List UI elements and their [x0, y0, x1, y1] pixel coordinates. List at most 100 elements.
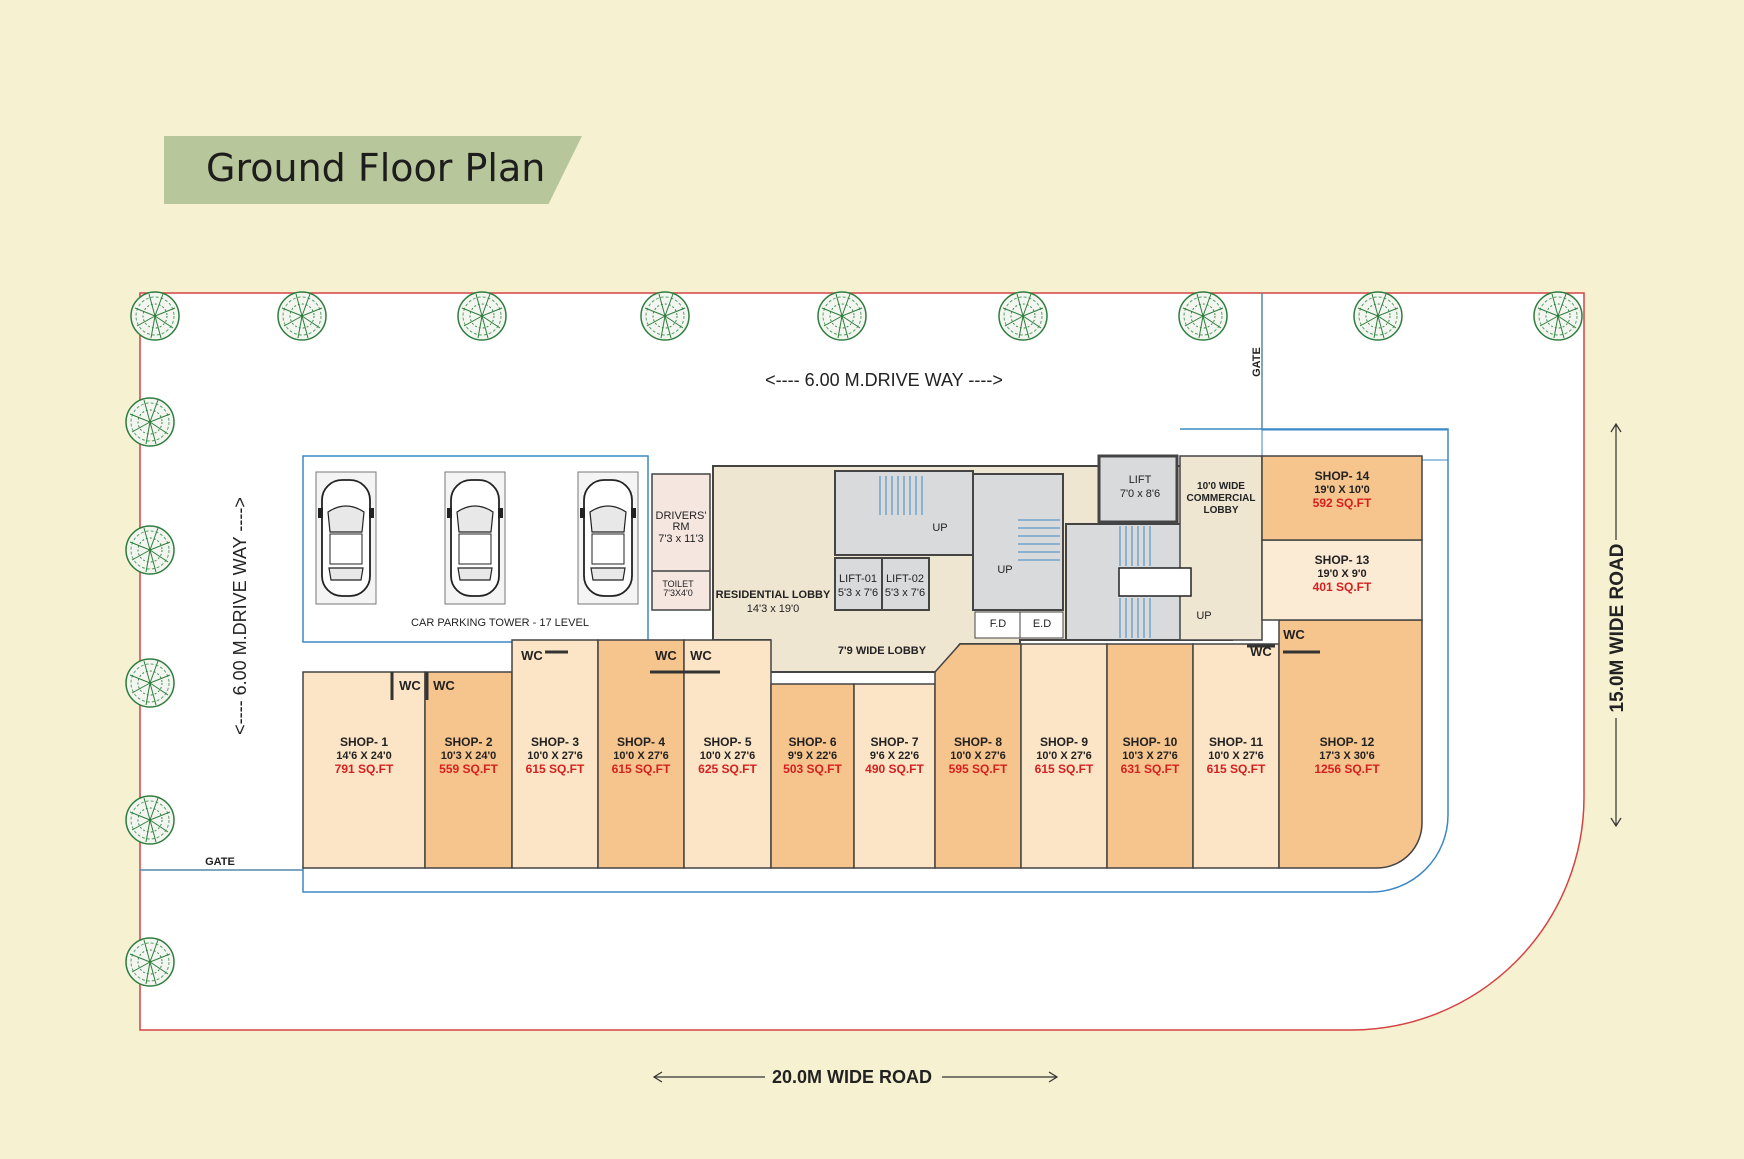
shop-dimension: 10'0 X 27'6: [950, 750, 1005, 762]
shop-dimension: 9'6 X 22'6: [870, 750, 919, 762]
stair-well: [1118, 567, 1192, 597]
building-outline: [302, 428, 1449, 893]
tree-icon: [125, 658, 175, 708]
road-bottom-label: 20.0M WIDE ROAD: [772, 1067, 932, 1087]
car-icon: [577, 471, 639, 605]
stair-treads: [879, 476, 1151, 638]
title-banner: [164, 136, 582, 204]
shop-dimension: 9'9 X 22'6: [788, 750, 837, 762]
shop-area: 595 SQ.FT: [949, 762, 1008, 776]
commercial-lobby-line1: 10'0 WIDE: [1197, 481, 1245, 492]
drivers-room-dim: 7'3 x 11'3: [658, 533, 704, 545]
shop-area-13: [1261, 539, 1423, 621]
shop-name: SHOP- 5: [703, 735, 751, 749]
car-parking-label: CAR PARKING TOWER - 17 LEVEL: [411, 617, 589, 629]
drivers-room-sub: RM: [672, 521, 689, 533]
shop-area: 559 SQ.FT: [439, 762, 498, 776]
shop-area-14: [1261, 455, 1423, 541]
lift-name: LIFT: [1129, 474, 1152, 486]
shop-dimension: 10'0 X 27'6: [700, 750, 755, 762]
shop-dimension: 10'3 X 24'0: [441, 750, 496, 762]
shop-area: 615 SQ.FT: [612, 762, 671, 776]
wc-label: WC: [690, 648, 712, 663]
lift-01-name: LIFT-01: [839, 573, 877, 585]
tree-icon: [1353, 291, 1403, 341]
ed-label: E.D: [1033, 618, 1051, 630]
shop-area-12: [1278, 619, 1423, 869]
drive-way-top-label: <---- 6.00 M.DRIVE WAY ---->: [765, 370, 1003, 390]
shop-name: SHOP- 6: [788, 735, 836, 749]
residential-lobby-name: RESIDENTIAL LOBBY: [716, 589, 831, 601]
commercial-lobby: [1179, 455, 1263, 641]
tree-icon: [457, 291, 507, 341]
shop-area-3: [511, 639, 599, 869]
car-icon: [444, 471, 506, 605]
page-title: Ground Floor Plan: [206, 146, 546, 190]
shop-name: SHOP- 10: [1123, 735, 1178, 749]
wide-lobby-label: 7'9 WIDE LOBBY: [838, 645, 927, 657]
shop-area: 631 SQ.FT: [1121, 762, 1180, 776]
up-label-1: UP: [932, 522, 947, 534]
shop-dimension: 10'0 X 27'6: [527, 750, 582, 762]
shop-area: 401 SQ.FT: [1313, 580, 1372, 594]
shop-area-9: [1020, 643, 1108, 869]
tree-icon: [1533, 291, 1583, 341]
shop-area-4: [597, 639, 685, 869]
lift-dim: 7'0 x 8'6: [1120, 488, 1160, 500]
residential-lobby-dim: 14'3 x 19'0: [747, 603, 800, 615]
shop-dimension: 17'3 X 30'6: [1319, 750, 1374, 762]
shop-dimension: 19'0 X 9'0: [1317, 568, 1366, 580]
lift-01-dim: 5'3 x 7'6: [838, 587, 878, 599]
parking-tower-outline: [302, 455, 649, 643]
lift-02-shaft: [881, 557, 930, 611]
shop-name: SHOP- 7: [870, 735, 918, 749]
shop-dimension: 10'0 X 27'6: [613, 750, 668, 762]
electric-duct: [1019, 611, 1064, 639]
tree-icon: [277, 291, 327, 341]
wc-label: WC: [655, 648, 677, 663]
toilet-dim: 7'3X4'0: [663, 588, 692, 598]
commercial-lobby-line3: LOBBY: [1204, 505, 1239, 516]
tree-icon: [125, 525, 175, 575]
fd-label: F.D: [990, 618, 1007, 630]
shop-name: SHOP- 8: [954, 735, 1002, 749]
tree-icon: [998, 291, 1048, 341]
shop-dimension: 10'0 X 27'6: [1036, 750, 1091, 762]
tree-icon: [125, 397, 175, 447]
shop-area: 490 SQ.FT: [865, 762, 924, 776]
tree-icon: [817, 291, 867, 341]
wc-label: WC: [433, 678, 455, 693]
up-label-3: UP: [1196, 610, 1211, 622]
commercial-lobby-line2: COMMERCIAL: [1187, 493, 1256, 504]
shop-area: 1256 SQ.FT: [1314, 762, 1380, 776]
shop-name: SHOP- 14: [1315, 469, 1370, 483]
tree-icon: [125, 795, 175, 845]
shop-name: SHOP- 2: [444, 735, 492, 749]
shop-area: 791 SQ.FT: [335, 762, 394, 776]
shop-area-7: [853, 683, 936, 869]
drivers-room-name: DRIVERS': [656, 510, 707, 522]
shop-area-10: [1106, 643, 1194, 869]
shop-dimension: 14'6 X 24'0: [336, 750, 391, 762]
stair-2: [972, 473, 1064, 611]
shop-area: 615 SQ.FT: [526, 762, 585, 776]
up-label-2: UP: [997, 564, 1012, 576]
wc-label: WC: [1283, 627, 1305, 642]
shop-dimension: 10'0 X 27'6: [1208, 750, 1263, 762]
shop-area-2: [424, 671, 513, 869]
shop-area: 503 SQ.FT: [783, 762, 842, 776]
shop-area: 592 SQ.FT: [1313, 496, 1372, 510]
shop-name: SHOP- 13: [1315, 553, 1370, 567]
shop-name: SHOP- 11: [1209, 735, 1263, 749]
shop-area-11: [1192, 643, 1280, 869]
shop-dimension: 10'3 X 27'6: [1122, 750, 1177, 762]
shop-name: SHOP- 3: [531, 735, 579, 749]
shop-area-6: [770, 683, 855, 869]
car-icon: [315, 471, 377, 605]
tree-icon: [1178, 291, 1228, 341]
lift-shaft: [1097, 454, 1179, 524]
road-right-label: 15.0M WIDE ROAD: [1607, 544, 1628, 713]
tree-icon: [640, 291, 690, 341]
